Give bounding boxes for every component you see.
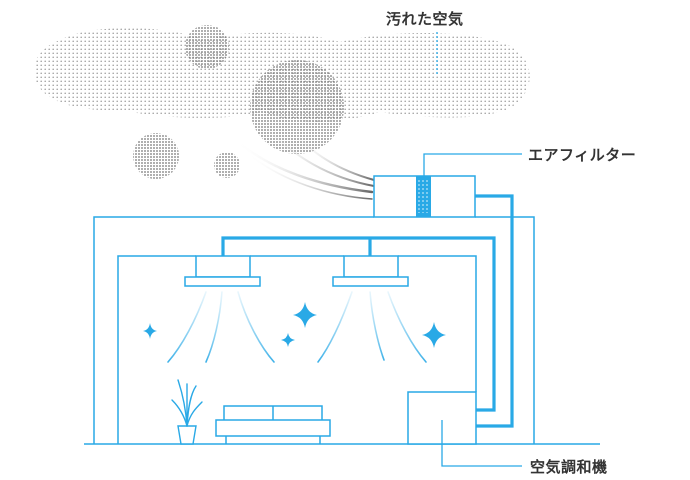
pollutant-left <box>133 133 179 179</box>
dirty-air-label: 汚れた空気 <box>386 10 464 28</box>
dirty-air-cloud <box>34 25 530 179</box>
pollutant-top <box>185 25 229 69</box>
ceiling-ac-unit-left <box>184 255 261 287</box>
pollutant-small <box>214 152 240 178</box>
airflow-streak <box>245 151 373 200</box>
filter-pointer-line <box>423 153 522 176</box>
ceiling-ac-unit-right <box>332 255 409 287</box>
ducts <box>221 194 514 428</box>
sofa-icon <box>215 405 331 444</box>
air-conditioner-unit <box>407 391 522 467</box>
air-jet-left <box>205 291 223 363</box>
outer-wall-right <box>475 216 535 444</box>
building <box>84 216 600 445</box>
return-duct <box>475 194 514 428</box>
sparkle-icon <box>293 302 317 328</box>
sparkles <box>143 302 446 348</box>
air-jets <box>167 291 427 363</box>
air-jet-left <box>317 291 353 363</box>
airflow-streak <box>261 123 375 187</box>
outer-wall <box>93 216 374 444</box>
supply-duct <box>221 236 496 412</box>
inner-ceiling <box>117 255 196 444</box>
ac-pointer-line <box>441 420 522 467</box>
pollutant-large <box>250 60 344 154</box>
air-jet-right <box>387 291 427 363</box>
air-jet-right <box>237 291 275 363</box>
air-jet-right <box>369 291 385 361</box>
filter-element <box>416 176 431 217</box>
airflow-streak <box>234 138 374 194</box>
airflow-streak <box>291 129 375 181</box>
air-jet-left <box>167 291 207 363</box>
air-conditioner-label: 空気調和機 <box>530 458 608 476</box>
airflow-streaks <box>234 123 375 200</box>
sparkle-icon <box>281 333 295 347</box>
air-filter-label: エアフィルター <box>528 146 637 164</box>
sparkle-icon <box>143 323 157 339</box>
air-filter-unit <box>373 153 522 218</box>
sparkle-icon <box>422 322 446 348</box>
plant-icon <box>171 379 203 445</box>
